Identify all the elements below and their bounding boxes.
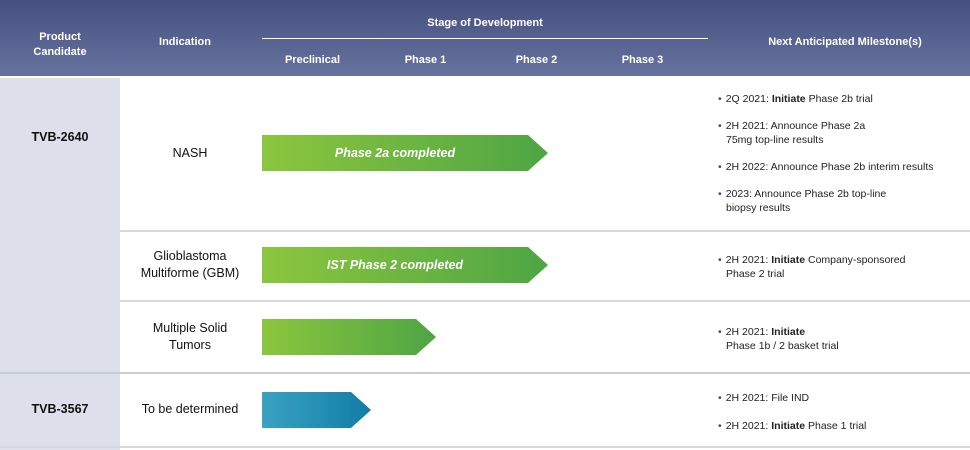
milestone-bold: Initiate — [771, 93, 806, 105]
bullet-icon: • — [718, 120, 722, 132]
header-phase-1: Phase 1 — [404, 54, 447, 66]
indication-nash: NASH — [172, 146, 208, 160]
milestone-line2: biopsy results — [726, 202, 791, 214]
table-header: Product Candidate Indication Stage of De… — [0, 0, 970, 76]
indication-line: Multiple Solid — [152, 321, 228, 335]
milestone-line2: Phase 1b / 2 basket trial — [726, 340, 839, 352]
header-phase-2: Phase 2 — [515, 54, 558, 66]
milestone-text: 2H 2021: File IND — [725, 392, 810, 404]
milestone-item: •2H 2022: Announce Phase 2b interim resu… — [718, 160, 968, 174]
milestone-text: 2023: Announce Phase 2b top-line — [725, 188, 887, 200]
milestone-bold: Initiate — [771, 326, 806, 338]
bullet-icon: • — [718, 420, 722, 432]
milestone-line2: Phase 2 trial — [726, 268, 785, 280]
header-product-candidate: Product Candidate — [33, 31, 87, 58]
product-column — [0, 78, 120, 450]
milestone-text: 2H 2021: — [725, 326, 772, 338]
bullet-icon: • — [718, 254, 722, 266]
row-divider — [120, 300, 970, 302]
milestone-item: •2H 2021: Initiate Phase 1 trial — [718, 419, 968, 433]
indication-line: Multiforme (GBM) — [140, 266, 240, 280]
bullet-icon: • — [718, 326, 722, 338]
milestone-text: 2Q 2021: — [725, 93, 772, 105]
milestone-text: 2H 2022: Announce Phase 2b interim resul… — [725, 161, 934, 173]
milestone-text: Company-sponsored — [805, 254, 906, 266]
bullet-icon: • — [718, 93, 722, 105]
milestone-text: 2H 2021: Announce Phase 2a — [725, 120, 866, 132]
bullet-icon: • — [718, 161, 722, 173]
milestone-item: •2H 2021: Announce Phase 2a 75mg top-line… — [718, 119, 968, 147]
product-tvb-3567: TVB-3567 — [31, 402, 89, 416]
milestone-item: •2H 2021: File IND — [718, 391, 968, 405]
progress-arrow-nash: Phase 2a completed — [262, 135, 548, 171]
header-stage: Stage of Development — [427, 17, 543, 29]
header-indication: Indication — [159, 36, 211, 48]
milestone-item: •2023: Announce Phase 2b top-line biopsy … — [718, 187, 968, 215]
progress-arrow-solid-tumors — [262, 319, 436, 355]
indication-tbd: To be determined — [141, 402, 239, 416]
milestone-bold: Initiate — [771, 254, 806, 266]
progress-arrow-gbm: IST Phase 2 completed — [262, 247, 548, 283]
row-divider — [0, 446, 970, 448]
milestone-text: Phase 2b trial — [805, 93, 873, 105]
indication-line: Glioblastoma — [153, 249, 227, 263]
bullet-icon: • — [718, 188, 722, 200]
milestone-item: •2Q 2021: Initiate Phase 2b trial — [718, 92, 968, 106]
header-milestones: Next Anticipated Milestone(s) — [768, 36, 922, 48]
indication-line: Tumors — [169, 338, 211, 352]
milestone-text: Phase 1 trial — [805, 420, 867, 432]
milestone-text: 2H 2021: — [725, 254, 772, 266]
row-divider — [0, 372, 970, 374]
progress-arrow-tvb-3567 — [262, 392, 371, 428]
header-phase-preclinical: Preclinical — [284, 54, 341, 66]
product-tvb-2640: TVB-2640 — [31, 130, 89, 144]
milestone-bold: Initiate — [771, 420, 806, 432]
header-phase-3: Phase 3 — [621, 54, 664, 66]
milestone-text: 2H 2021: — [725, 420, 772, 432]
milestone-line2: 75mg top-line results — [726, 134, 824, 146]
bullet-icon: • — [718, 392, 722, 404]
row-divider — [120, 230, 970, 232]
header-divider — [262, 38, 708, 39]
